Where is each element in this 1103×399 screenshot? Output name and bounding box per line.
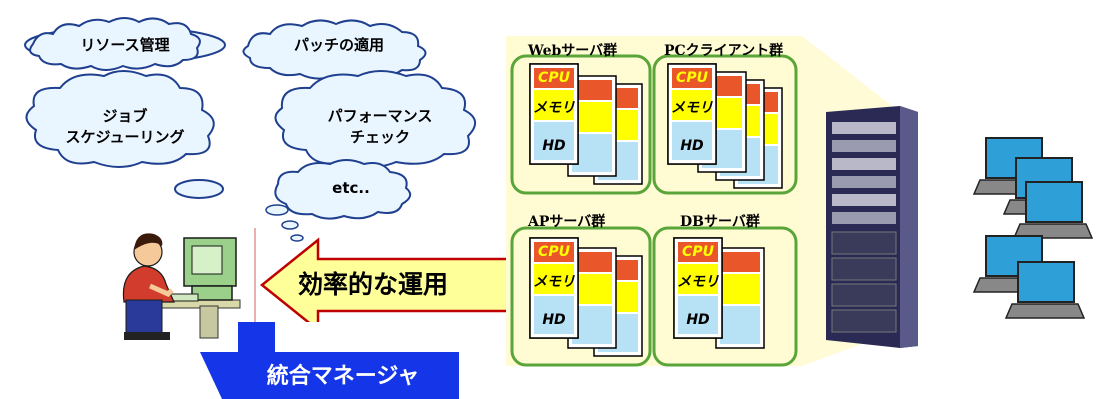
card-web: CPU メモリ HD bbox=[529, 63, 579, 165]
group-label-ap: APサーバ群 bbox=[528, 214, 606, 230]
laptop-icon bbox=[1012, 181, 1094, 239]
group-pc bbox=[652, 54, 798, 195]
card-hd-text: HD bbox=[680, 138, 703, 154]
server-rack-icon bbox=[826, 106, 918, 348]
card-db: CPU メモリ HD bbox=[673, 237, 723, 339]
card-memory-text: メモリ bbox=[533, 100, 575, 116]
cloud-icon bbox=[25, 70, 215, 168]
card-memory-text: メモリ bbox=[677, 274, 719, 290]
task-perf-line2: チェック bbox=[349, 128, 410, 146]
operator-icon bbox=[110, 225, 255, 340]
cloud-icon bbox=[274, 70, 476, 168]
card-ap: CPU メモリ HD bbox=[529, 237, 579, 339]
card-hd-text: HD bbox=[542, 138, 565, 154]
task-performance-check: パフォーマンス チェック bbox=[290, 106, 470, 148]
efficient-operation-label: 効率的な運用 bbox=[298, 270, 449, 299]
group-label-db: DBサーバ群 bbox=[680, 214, 760, 230]
group-label-pc: PCクライアント群 bbox=[664, 43, 784, 59]
thought-bubble bbox=[174, 179, 224, 199]
task-job-line2: スケジューリング bbox=[65, 128, 185, 146]
card-cpu-text: CPU bbox=[676, 70, 709, 86]
card-cpu-text: CPU bbox=[538, 244, 571, 260]
integrated-manager-label: 統合マネージャ bbox=[266, 364, 420, 389]
card-cpu-text: CPU bbox=[538, 70, 571, 86]
group-db bbox=[652, 226, 798, 367]
task-job-line1: ジョブ bbox=[102, 107, 148, 125]
task-perf-line1: パフォーマンス bbox=[327, 107, 433, 125]
task-job-scheduling: ジョブ スケジューリング bbox=[40, 106, 210, 148]
group-web bbox=[510, 54, 652, 195]
card-hd-text: HD bbox=[686, 312, 709, 328]
group-label-web: Webサーバ群 bbox=[528, 43, 618, 59]
card-cpu-text: CPU bbox=[682, 244, 715, 260]
card-memory-text: メモリ bbox=[533, 274, 575, 290]
laptop-icon bbox=[972, 235, 1054, 293]
laptop-icon bbox=[1004, 261, 1086, 319]
task-patch-apply: パッチの適用 bbox=[293, 36, 384, 54]
card-memory-text: メモリ bbox=[671, 100, 713, 116]
group-ap bbox=[510, 226, 652, 367]
cloud-icon bbox=[274, 159, 412, 220]
task-etc: etc.. bbox=[332, 179, 370, 197]
cloud-icon bbox=[242, 19, 427, 80]
cloud-icon bbox=[24, 17, 226, 71]
task-resource-management: リソース管理 bbox=[80, 36, 170, 54]
management-illustration bbox=[24, 17, 512, 399]
card-hd-text: HD bbox=[542, 312, 565, 328]
card-pc: CPU メモリ HD bbox=[667, 63, 717, 165]
